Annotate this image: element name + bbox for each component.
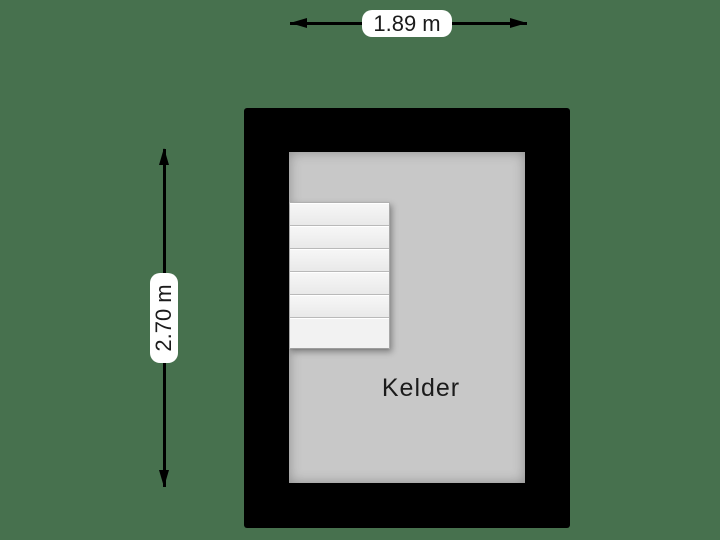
height-dimension-label: 2.70 m <box>150 273 178 363</box>
arrow-left-icon <box>290 18 307 28</box>
stair-step <box>290 203 389 226</box>
staircase <box>289 202 390 349</box>
stair-step <box>290 272 389 295</box>
stair-step <box>290 295 389 318</box>
stair-step <box>290 249 389 272</box>
arrow-up-icon <box>159 148 169 165</box>
room-name-label: Kelder <box>381 374 461 402</box>
stair-step <box>290 318 389 348</box>
stair-step <box>290 226 389 249</box>
height-dimension-value: 2.70 m <box>151 284 176 352</box>
width-dimension-value: 1.89 m <box>373 10 441 36</box>
arrow-down-icon <box>159 470 169 487</box>
arrow-right-icon <box>510 18 527 28</box>
width-dimension-label: 1.89 m <box>362 10 452 37</box>
